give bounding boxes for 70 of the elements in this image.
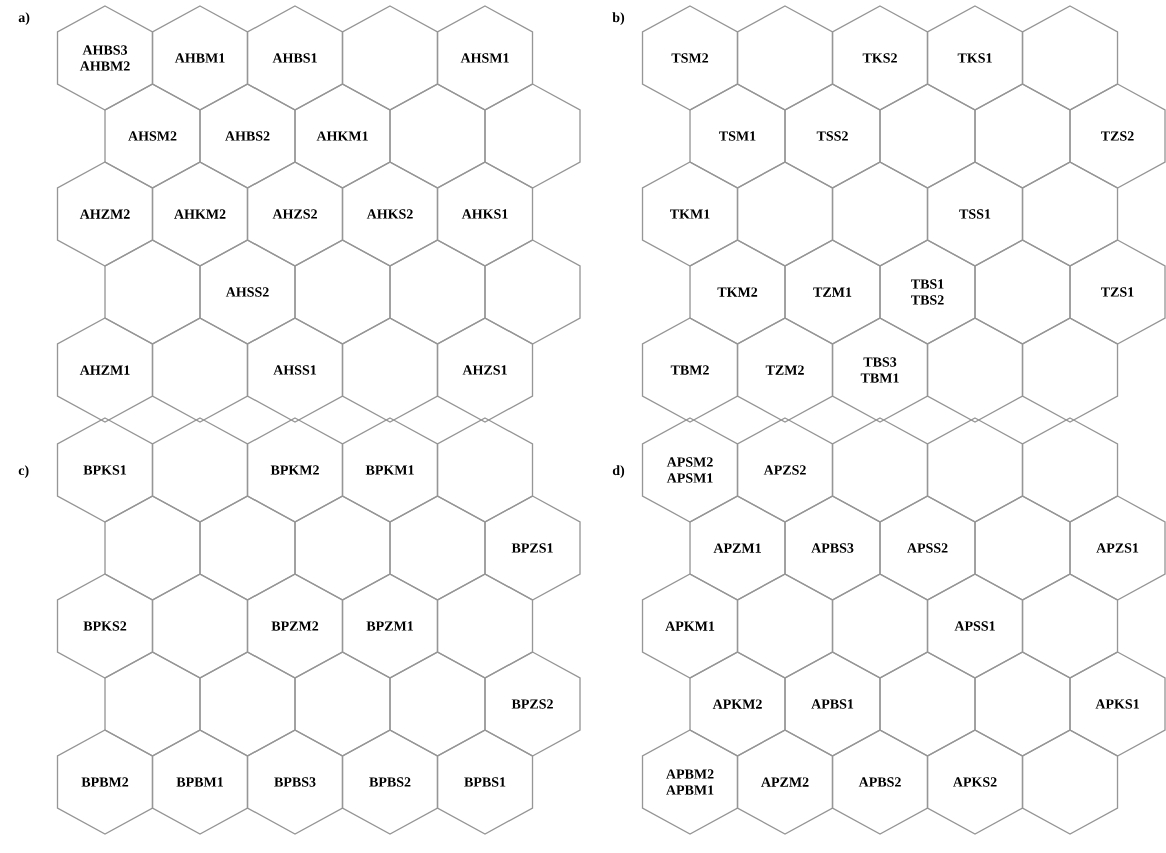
- map-cell: AHSS2: [199, 239, 296, 345]
- map-cell: AHSM1: [436, 5, 534, 111]
- map-cell: BPZM2: [246, 573, 344, 679]
- panel-label: b): [612, 12, 625, 25]
- map-cell: APBS2: [831, 729, 929, 835]
- map-cell: AHBS2: [199, 83, 296, 189]
- map-cell: TZM2: [736, 317, 834, 423]
- map-cell: APZM1: [689, 495, 786, 601]
- panel-label: c): [18, 465, 29, 478]
- empty-map-cell: [484, 83, 581, 189]
- map-cell: TKM1: [641, 161, 739, 267]
- map-cell: TKS1: [926, 5, 1024, 111]
- map-cell: APZS2: [736, 417, 834, 523]
- map-cell: BPBS3: [246, 729, 344, 835]
- map-cell: APKM2: [689, 651, 786, 757]
- map-cell: APZS1: [1069, 495, 1166, 601]
- map-cell: APBS3: [784, 495, 881, 601]
- map-cell: APSM2 APSM1: [641, 417, 739, 523]
- map-cell: TKM2: [689, 239, 786, 345]
- map-cell: TSM2: [641, 5, 739, 111]
- map-cell: APKM1: [641, 573, 739, 679]
- map-cell: AHKS1: [436, 161, 534, 267]
- map-cell: BPBM1: [151, 729, 249, 835]
- empty-map-cell: [151, 317, 249, 423]
- map-cell: TBS1 TBS2: [879, 239, 976, 345]
- map-cell: TBS3 TBM1: [831, 317, 929, 423]
- panel-label: d): [612, 465, 625, 478]
- empty-map-cell: [926, 317, 1024, 423]
- map-cell: TZM1: [784, 239, 881, 345]
- map-cell: BPBM2: [56, 729, 154, 835]
- map-cell: AHZM1: [56, 317, 154, 423]
- map-cell: APSS1: [926, 573, 1024, 679]
- map-cell: APKS1: [1069, 651, 1166, 757]
- map-cell: APBM2 APBM1: [641, 729, 739, 835]
- map-cell: TSM1: [689, 83, 786, 189]
- map-cell: AHKM2: [151, 161, 249, 267]
- map-cell: BPZS2: [484, 651, 581, 757]
- map-cell: AHBS1: [246, 5, 344, 111]
- map-cell: AHBS3 AHBM2: [56, 5, 154, 111]
- map-cell: TBM2: [641, 317, 739, 423]
- map-cell: BPBS1: [436, 729, 534, 835]
- map-cell: AHBM1: [151, 5, 249, 111]
- map-cell: BPZM1: [341, 573, 439, 679]
- map-cell: AHKM1: [294, 83, 391, 189]
- map-cell: TSS1: [926, 161, 1024, 267]
- map-cell: BPKS1: [56, 417, 154, 523]
- map-cell: APZM2: [736, 729, 834, 835]
- map-cell: BPKS2: [56, 573, 154, 679]
- map-cell: BPBS2: [341, 729, 439, 835]
- map-cell: TSS2: [784, 83, 881, 189]
- map-cell: BPKM1: [341, 417, 439, 523]
- map-cell: AHSM2: [104, 83, 201, 189]
- empty-map-cell: [1021, 729, 1119, 835]
- map-cell: TZS1: [1069, 239, 1166, 345]
- map-cell: AHKS2: [341, 161, 439, 267]
- map-cell: TKS2: [831, 5, 929, 111]
- map-cell: BPKM2: [246, 417, 344, 523]
- map-cell: APBS1: [784, 651, 881, 757]
- map-cell: AHZS2: [246, 161, 344, 267]
- map-cell: AHZM2: [56, 161, 154, 267]
- map-cell: AHSS1: [246, 317, 344, 423]
- map-cell: AHZS1: [436, 317, 534, 423]
- map-cell: APKS2: [926, 729, 1024, 835]
- map-cell: TZS2: [1069, 83, 1166, 189]
- panel-label: a): [18, 12, 30, 25]
- map-cell: BPZS1: [484, 495, 581, 601]
- empty-map-cell: [484, 239, 581, 345]
- empty-map-cell: [341, 317, 439, 423]
- empty-map-cell: [1021, 317, 1119, 423]
- map-cell: APSS2: [879, 495, 976, 601]
